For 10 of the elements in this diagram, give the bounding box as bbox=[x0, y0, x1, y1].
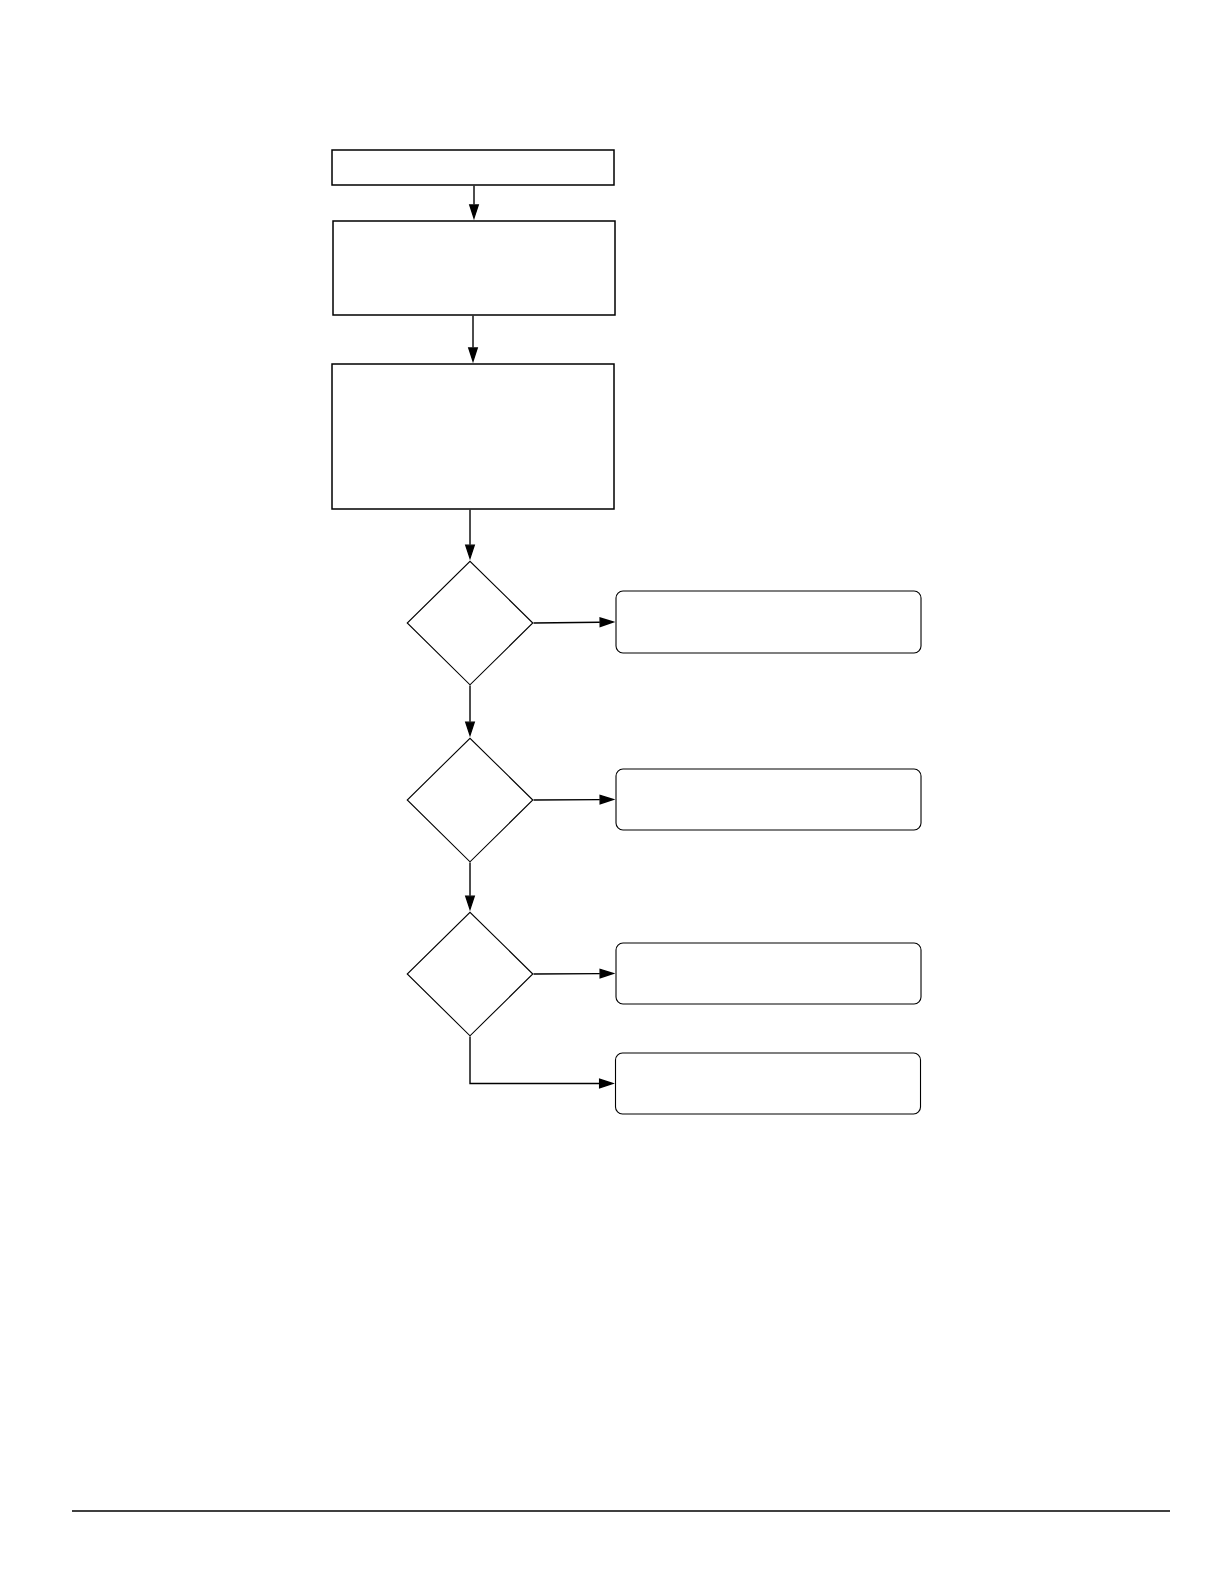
process-box bbox=[331, 363, 615, 510]
rounded-box bbox=[615, 768, 922, 831]
decision-diamond bbox=[406, 911, 534, 1037]
rounded-box bbox=[615, 590, 922, 654]
rounded-box bbox=[615, 942, 922, 1005]
decision-diamond bbox=[406, 560, 534, 686]
rounded-box bbox=[614, 1052, 922, 1115]
process-box bbox=[332, 220, 616, 316]
decision-diamond bbox=[406, 737, 534, 863]
process-box bbox=[331, 149, 615, 186]
